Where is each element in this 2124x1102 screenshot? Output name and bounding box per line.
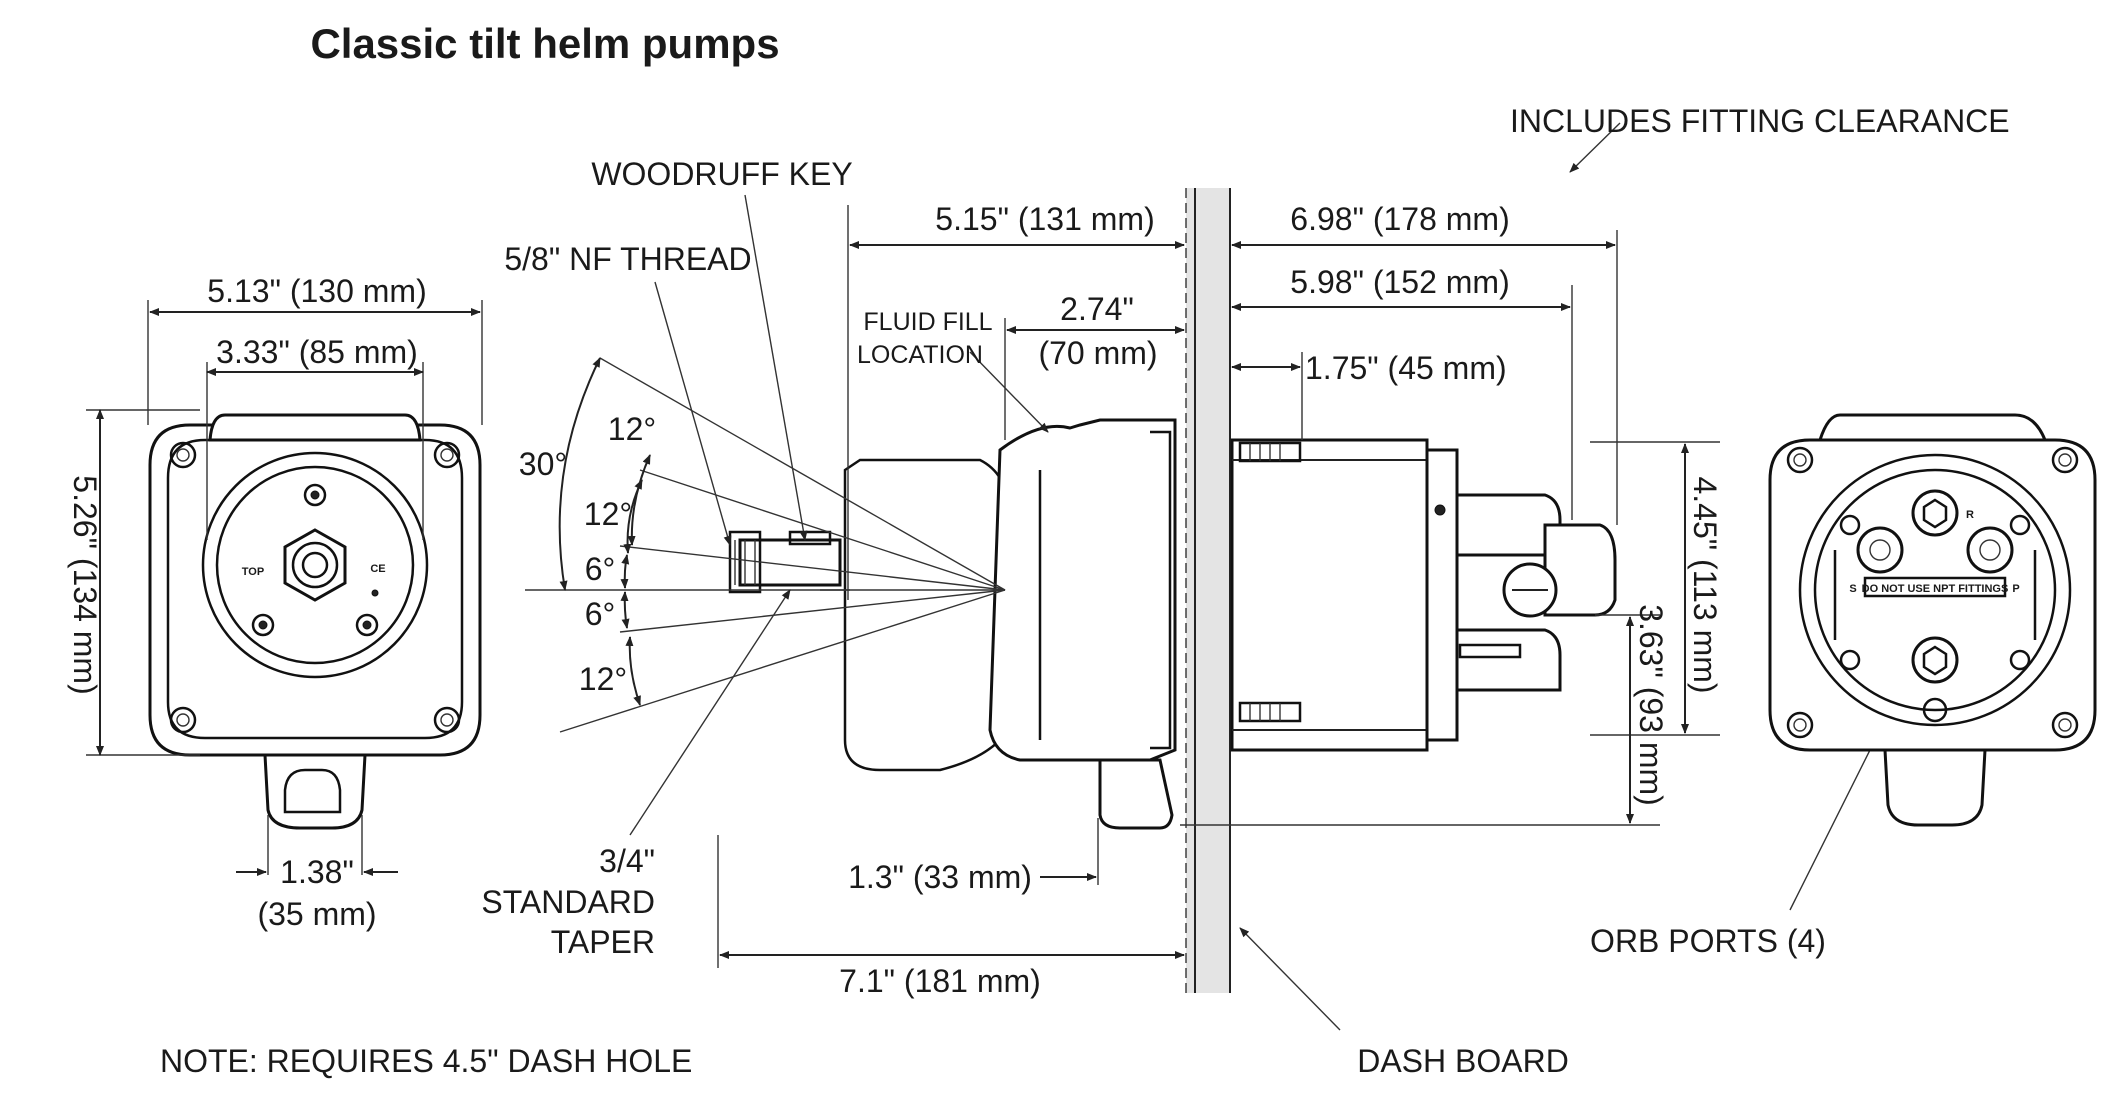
angle-down-lower: 12° (579, 661, 627, 697)
dim-front-tab-width-1: 1.38" (280, 854, 354, 890)
label-taper-1: 3/4" (599, 843, 655, 879)
port-warning-text: DO NOT USE NPT FITTINGS (1862, 583, 2009, 595)
port-r-label: R (1966, 509, 1974, 521)
label-dash-board: DASH BOARD (1357, 1043, 1569, 1079)
dim-rear-depth-body: 5.98" (152 mm) (1290, 264, 1509, 300)
side-view (728, 188, 1617, 993)
dim-front-width-outer: 5.13" (130 mm) (207, 273, 426, 309)
angle-up-upper: 12° (608, 411, 656, 447)
dim-rear-depth-total: 6.98" (178 mm) (1290, 201, 1509, 237)
label-taper-2: STANDARD (481, 884, 655, 920)
label-taper-3: TAPER (551, 924, 655, 960)
label-nf-thread: 5/8" NF THREAD (504, 241, 751, 277)
dim-front-height: 5.26" (134 mm) (67, 475, 103, 694)
diagram-title: Classic tilt helm pumps (310, 20, 779, 67)
dim-fill-depth-1: 2.74" (1060, 291, 1134, 327)
ce-marking: CE (370, 563, 385, 575)
dim-front-tab-width-2: (35 mm) (257, 896, 376, 932)
angle-total: 30° (519, 446, 567, 482)
label-fluid-fill-2: LOCATION (857, 341, 983, 369)
dim-rear-port-height: 3.63" (93 mm) (1633, 604, 1669, 806)
port-s-label: S (1849, 583, 1856, 595)
dim-rear-stud-depth: 1.75" (45 mm) (1305, 350, 1507, 386)
dim-fill-depth-2: (70 mm) (1038, 335, 1157, 371)
front-view-dimensions (86, 300, 483, 876)
angle-up-mid: 12° (584, 496, 632, 532)
label-note: NOTE: REQUIRES 4.5" DASH HOLE (160, 1043, 692, 1079)
rear-view: DO NOT USE NPT FITTINGS S P R (1768, 413, 2097, 827)
callout-leaders (629, 122, 1906, 1031)
dim-front-width-inner: 3.33" (85 mm) (216, 334, 418, 370)
label-fluid-fill-1: FLUID FILL (863, 308, 992, 336)
label-includes-fitting-clearance: INCLUDES FITTING CLEARANCE (1510, 103, 2010, 139)
top-marking: TOP (242, 566, 264, 578)
angle-up-small: 6° (585, 551, 616, 587)
label-woodruff-key: WOODRUFF KEY (591, 156, 852, 192)
label-orb-ports: ORB PORTS (4) (1590, 923, 1826, 959)
dim-overall-front: 7.1" (181 mm) (839, 963, 1041, 999)
dim-rear-height: 4.45" (113 mm) (1687, 476, 1723, 693)
port-p-label: P (2012, 583, 2019, 595)
dim-pump-front-depth: 5.15" (131 mm) (935, 201, 1154, 237)
dim-tab-offset: 1.3" (33 mm) (848, 859, 1032, 895)
tilt-angle-rays (525, 357, 1006, 733)
front-view: TOP CE (148, 413, 482, 830)
side-view-dimensions (717, 205, 1720, 968)
angle-down-small: 6° (585, 596, 616, 632)
